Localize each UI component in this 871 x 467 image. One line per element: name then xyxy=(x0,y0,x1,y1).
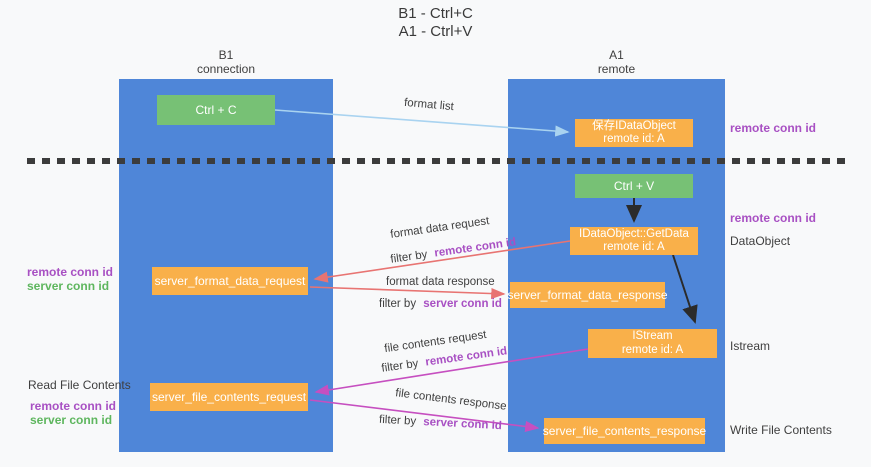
arrow-format-data-response xyxy=(309,286,506,300)
box-ctrl-v: Ctrl + V xyxy=(575,174,693,198)
box-idataobject-getdata: IDataObject::GetData remote id: A xyxy=(570,227,698,255)
left-conn-id-labels-bottom: remote conn id server conn id xyxy=(30,399,116,427)
remote-conn-id-text: remote conn id xyxy=(424,345,508,369)
label-format-data-response: format data response xyxy=(386,276,495,288)
box-ctrl-c: Ctrl + C xyxy=(157,95,275,125)
box-save-idataobject: 保存IDataObject remote id: A xyxy=(575,119,693,147)
write-file-contents-label: Write File Contents xyxy=(730,423,832,437)
remote-conn-id-label: remote conn id xyxy=(27,265,114,279)
box-getdata-line1: IDataObject::GetData xyxy=(579,227,689,240)
session-separator-dashed-line xyxy=(27,158,845,164)
istream-label: Istream xyxy=(730,339,771,353)
box-getdata-line2: remote id: A xyxy=(603,241,665,253)
filter-by-text: filter by xyxy=(389,248,429,266)
box-server-format-data-response: server_format_data_response xyxy=(507,282,668,308)
diagram-title-line2: A1 - Ctrl+V xyxy=(398,23,473,40)
diagram-title: B1 - Ctrl+C A1 - Ctrl+V xyxy=(0,5,871,41)
box-server-file-contents-request: server_file_contents_request xyxy=(150,383,308,411)
server-conn-id-label: server conn id xyxy=(27,279,110,293)
lane-a1-name: A1 xyxy=(609,48,624,62)
lane-header-b1: B1 connection xyxy=(119,48,333,76)
lane-a1-role: remote xyxy=(597,62,636,76)
lane-header-a1: A1 remote xyxy=(508,48,725,76)
label-file-response-filter: filter by server conn id xyxy=(379,414,502,432)
box-istream: IStream remote id: A xyxy=(588,329,717,358)
filter-by-text: filter by xyxy=(378,413,417,428)
filter-by-text: filter by xyxy=(380,357,420,375)
box-server-file-contents-response: server_file_contents_response xyxy=(542,418,707,444)
box-file-request-label: server_file_contents_request xyxy=(151,390,307,404)
server-conn-id-text: server conn id xyxy=(422,416,503,433)
filter-by-text: filter by xyxy=(379,298,417,310)
remote-conn-id-label: remote conn id xyxy=(30,399,117,413)
box-ctrl-c-label: Ctrl + C xyxy=(195,103,237,117)
box-file-response-label: server_file_contents_response xyxy=(542,424,707,438)
box-format-response-label: server_format_data_response xyxy=(507,288,668,302)
remote-conn-id-text: remote conn id xyxy=(433,236,517,260)
left-conn-id-labels-top: remote conn id server conn id xyxy=(27,265,113,293)
server-conn-id-text: server conn id xyxy=(423,298,502,310)
box-ctrl-v-label: Ctrl + V xyxy=(613,179,655,193)
box-istream-line2: remote id: A xyxy=(621,343,684,356)
server-conn-id-label: server conn id xyxy=(30,413,113,427)
box-save-idataobject-line2: remote id: A xyxy=(603,133,665,145)
lane-b1-role: connection xyxy=(196,62,256,76)
label-format-data-request: format data request xyxy=(389,215,491,241)
lane-b1-name: B1 xyxy=(218,48,234,62)
box-server-format-data-request: server_format_data_request xyxy=(152,267,308,295)
read-file-contents-label: Read File Contents xyxy=(28,378,131,392)
right-remote-conn-id-label-2: remote conn id xyxy=(730,211,817,225)
right-remote-conn-id-label-1: remote conn id xyxy=(730,121,817,135)
box-istream-line1: IStream xyxy=(632,330,673,342)
diagram-title-line1: B1 - Ctrl+C xyxy=(398,5,473,22)
dataobject-label: DataObject xyxy=(730,234,791,248)
label-format-response-filter: filter by server conn id xyxy=(379,298,502,310)
box-save-idataobject-line1: 保存IDataObject xyxy=(592,119,676,132)
label-format-request-filter: filter by remote conn id xyxy=(390,236,517,266)
box-format-request-label: server_format_data_request xyxy=(154,274,306,288)
label-file-contents-response: file contents response xyxy=(394,387,508,413)
label-format-list: format list xyxy=(403,96,455,114)
